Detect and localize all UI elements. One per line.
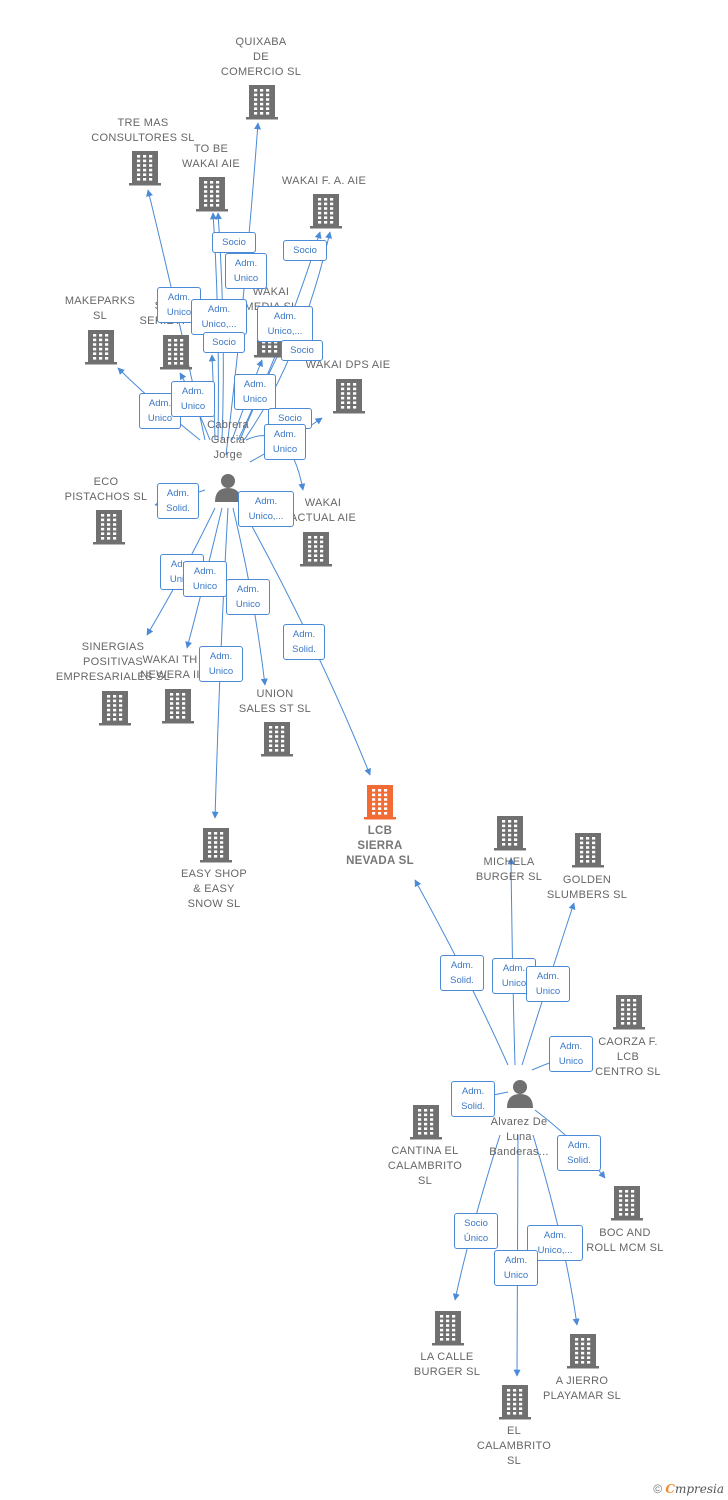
node-label-sinergias[interactable]: SINERGIAS POSITIVAS EMPRESARIALES SL bbox=[55, 641, 171, 683]
building-icon-michela[interactable] bbox=[494, 816, 526, 851]
node-label-wakaif[interactable]: WAKAI F. A. AIE bbox=[281, 175, 367, 187]
edge-cabrera-quixaba bbox=[225, 122, 262, 456]
building-icon-quixaba[interactable] bbox=[246, 85, 278, 120]
building-icon-wakaidps[interactable] bbox=[333, 379, 365, 414]
edge-label-alvarez-lacalle[interactable]: Socio Único bbox=[454, 1213, 498, 1249]
edge-label-cabrera-union[interactable]: Adm. Unico bbox=[226, 579, 270, 615]
building-icon-lcb[interactable] bbox=[364, 785, 396, 820]
building-icon-makeparks[interactable] bbox=[85, 330, 117, 365]
node-label-cantina[interactable]: CANTINA EL CALAMBRITO SL bbox=[387, 1145, 463, 1187]
edge-label-alvarez-elcalambrito[interactable]: Adm. Unico bbox=[494, 1250, 538, 1286]
node-label-wakaiactual[interactable]: WAKAI ACTUAL AIE bbox=[289, 497, 357, 524]
footer-brand: © Cmpresia bbox=[653, 1482, 724, 1496]
building-icon-lacalle[interactable] bbox=[432, 1311, 464, 1346]
building-icon-easyshop[interactable] bbox=[200, 828, 232, 863]
edge-label-cabrera-stserie[interactable]: Adm. Unico bbox=[171, 381, 215, 417]
node-label-easyshop[interactable]: EASY SHOP & EASY SNOW SL bbox=[180, 868, 248, 910]
node-label-makeparks[interactable]: MAKEPARKS SL bbox=[64, 295, 136, 322]
edge-label-cabrera-wakaimedia[interactable]: Adm. Unico bbox=[234, 374, 276, 410]
person-icon-cabrera[interactable] bbox=[215, 474, 241, 502]
building-icon-tremas[interactable] bbox=[129, 151, 161, 186]
edge-label-cabrera-quixaba[interactable]: Socio bbox=[212, 232, 256, 253]
edge-label-alvarez-golden[interactable]: Adm. Unico bbox=[526, 966, 570, 1002]
edge-label-alvarez-lcb[interactable]: Adm. Solid. bbox=[440, 955, 484, 991]
building-icon-golden[interactable] bbox=[572, 833, 604, 868]
building-icon-wakaith[interactable] bbox=[162, 689, 194, 724]
edge-label-cabrera-wakaidps[interactable]: Adm. Unico bbox=[264, 424, 306, 460]
person-icon-alvarez[interactable] bbox=[507, 1080, 533, 1108]
building-icon-elcalambrito[interactable] bbox=[499, 1385, 531, 1420]
building-icon-eco[interactable] bbox=[93, 510, 125, 545]
node-label-michela[interactable]: MICHELA BURGER SL bbox=[475, 856, 543, 883]
node-label-golden[interactable]: GOLDEN SLUMBERS SL bbox=[546, 874, 628, 901]
node-label-tremas[interactable]: TRE MAS CONSULTORES SL bbox=[91, 117, 195, 144]
node-label-tobe[interactable]: TO BE WAKAI AIE bbox=[182, 143, 240, 170]
edge-label-cabrera-tobe[interactable]: Adm. Unico,... bbox=[191, 299, 247, 335]
building-icon-wakaiactual[interactable] bbox=[300, 532, 332, 567]
node-label-union[interactable]: UNION SALES ST SL bbox=[238, 688, 312, 715]
node-label-quixaba[interactable]: QUIXABA DE COMERCIO SL bbox=[220, 36, 302, 78]
building-icon-caorza[interactable] bbox=[613, 995, 645, 1030]
node-label-lacalle[interactable]: LA CALLE BURGER SL bbox=[413, 1351, 481, 1378]
edge-label-cabrera-tobe[interactable]: Adm. Unico bbox=[225, 253, 267, 289]
edge-label-cabrera-wakaimedia[interactable]: Socio bbox=[281, 340, 323, 361]
building-icon-tobe[interactable] bbox=[196, 177, 228, 212]
node-label-wakaith[interactable]: WAKAI TH NEWERA II bbox=[140, 654, 200, 681]
node-label-caorza[interactable]: CAORZA F. LCB CENTRO SL bbox=[595, 1036, 661, 1078]
building-icon-stserie[interactable] bbox=[160, 335, 192, 370]
edge-label-cabrera-wakaif[interactable]: Adm. Unico,... bbox=[257, 306, 313, 342]
building-icon-ajierro[interactable] bbox=[567, 1334, 599, 1369]
edge-label-cabrera-easyshop[interactable]: Adm. Unico bbox=[199, 646, 243, 682]
node-label-cabrera[interactable]: Cabrera Garcia Jorge bbox=[207, 419, 249, 461]
edge-label-cabrera-eco[interactable]: Adm. Solid. bbox=[157, 483, 199, 519]
edge-label-alvarez-boc[interactable]: Adm. Solid. bbox=[557, 1135, 601, 1171]
building-icon-wakaif[interactable] bbox=[310, 194, 342, 229]
node-label-alvarez[interactable]: Alvarez De Luna Banderas... bbox=[489, 1116, 549, 1158]
node-label-elcalambrito[interactable]: EL CALAMBRITO SL bbox=[476, 1425, 552, 1467]
edge-label-cabrera-stserie[interactable]: Socio bbox=[203, 332, 245, 353]
node-label-ajierro[interactable]: A JIERRO PLAYAMAR SL bbox=[542, 1375, 622, 1402]
building-icon-cantina[interactable] bbox=[410, 1105, 442, 1140]
edge-label-alvarez-cantina[interactable]: Adm. Solid. bbox=[451, 1081, 495, 1117]
building-icon-boc[interactable] bbox=[611, 1186, 643, 1221]
edge-label-cabrera-lcb[interactable]: Adm. Solid. bbox=[283, 624, 325, 660]
node-label-boc[interactable]: BOC AND ROLL MCM SL bbox=[586, 1227, 664, 1254]
node-label-eco[interactable]: ECO PISTACHOS SL bbox=[64, 476, 148, 503]
edge-label-cabrera-wakaiactual[interactable]: Adm. Unico,... bbox=[238, 491, 294, 527]
node-label-wakaidps[interactable]: WAKAI DPS AIE bbox=[305, 359, 391, 371]
copyright-symbol: © bbox=[653, 1482, 663, 1496]
edge-label-cabrera-wakaith[interactable]: Adm. Unico bbox=[183, 561, 227, 597]
node-label-lcb[interactable]: LCB SIERRA NEVADA SL bbox=[346, 825, 414, 867]
brand-logo: Cmpresia bbox=[665, 1482, 724, 1496]
edge-label-alvarez-caorza[interactable]: Adm. Unico bbox=[549, 1036, 593, 1072]
building-icon-sinergias[interactable] bbox=[99, 691, 131, 726]
building-icon-union[interactable] bbox=[261, 722, 293, 757]
edge-label-cabrera-wakaif[interactable]: Socio bbox=[283, 240, 327, 261]
